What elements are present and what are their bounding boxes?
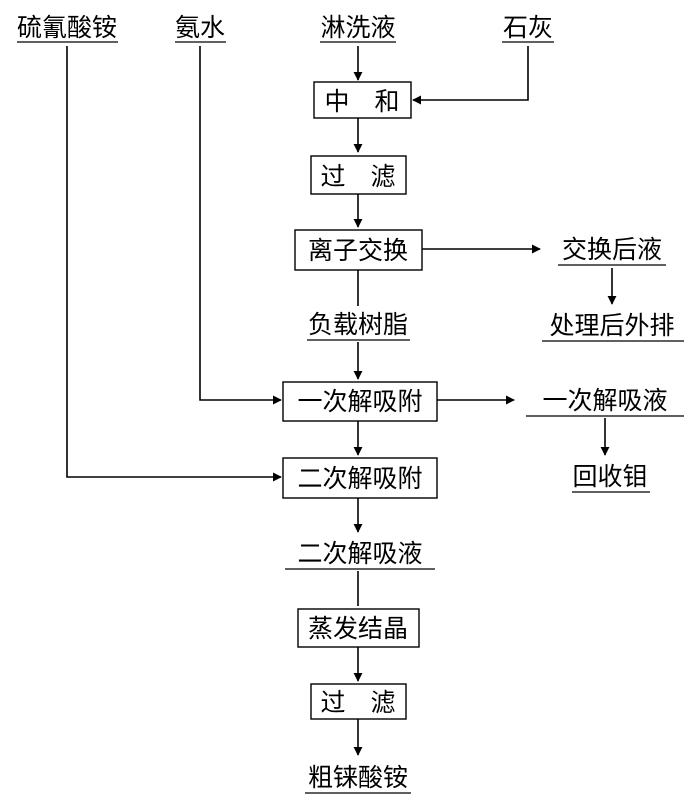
step-first-desorption-label: 一次解吸附 (297, 387, 422, 416)
step-evaporation-box (297, 608, 420, 648)
arrow-lime-to-neutralization (412, 46, 529, 105)
step-filtration-1: 过 滤 (310, 155, 407, 195)
input-ammonia-water: 氨水 (175, 13, 226, 43)
input-ammonium-thiocyanate-label: 硫氰酸铵 (17, 13, 117, 42)
step-neutralization: 中 和 (313, 81, 412, 119)
arrow-ammonia-to-first-desorption (199, 46, 282, 405)
input-lime-label: 石灰 (503, 13, 553, 42)
step-second-desorption-liquid-label: 二次解吸液 (297, 539, 422, 568)
output-recover-molybdenum: 回收钼 (572, 462, 650, 493)
step-filtration-2-label: 过 滤 (320, 688, 395, 717)
step-evaporation-label: 蒸发结晶 (308, 614, 408, 643)
input-leachate: 淋洗液 (320, 13, 396, 43)
input-lime: 石灰 (502, 13, 554, 43)
output-discharge: 处理后外排 (542, 311, 684, 342)
product-label: 粗铼酸铵 (308, 763, 408, 792)
step-neutralization-label: 中 和 (324, 87, 399, 116)
step-evaporation-crystallization: 蒸发结晶 (297, 608, 420, 648)
step-filtration-1-box (310, 155, 407, 195)
output-first-desorption-liquid: 一次解吸液 (526, 386, 684, 417)
input-ammonia-water-label: 氨水 (175, 13, 225, 42)
step-ion-exchange-label: 离子交换 (308, 236, 408, 265)
output-recover-molybdenum-label: 回收钼 (572, 462, 647, 491)
step-filtration-1-label: 过 滤 (320, 162, 395, 191)
step-second-desorption: 二次解吸附 (282, 457, 438, 499)
step-second-desorption-box (282, 457, 438, 499)
connectors (66, 46, 617, 756)
step-filtration-2: 过 滤 (310, 683, 407, 720)
step-ion-exchange-box (294, 229, 423, 271)
step-loaded-resin-label: 负载树脂 (308, 310, 408, 339)
step-filtration-2-box (310, 683, 407, 720)
product-crude-ammonium-perrhenate: 粗铼酸铵 (305, 763, 411, 794)
input-ammonium-thiocyanate: 硫氰酸铵 (17, 13, 118, 43)
step-neutralization-box (313, 81, 412, 119)
output-post-exchange-liquid: 交换后液 (558, 235, 666, 266)
step-second-desorption-liquid: 二次解吸液 (285, 539, 435, 570)
arrow-thiocyanate-to-second-desorption (66, 46, 282, 482)
output-discharge-label: 处理后外排 (549, 311, 674, 340)
output-post-exchange-liquid-label: 交换后液 (562, 235, 662, 264)
output-first-desorption-liquid-label: 一次解吸液 (542, 386, 667, 415)
step-loaded-resin: 负载树脂 (307, 310, 410, 341)
step-ion-exchange: 离子交换 (294, 229, 423, 271)
step-second-desorption-label: 二次解吸附 (297, 464, 422, 493)
step-first-desorption-box (282, 381, 438, 422)
step-first-desorption: 一次解吸附 (282, 381, 438, 422)
input-leachate-label: 淋洗液 (320, 13, 395, 42)
